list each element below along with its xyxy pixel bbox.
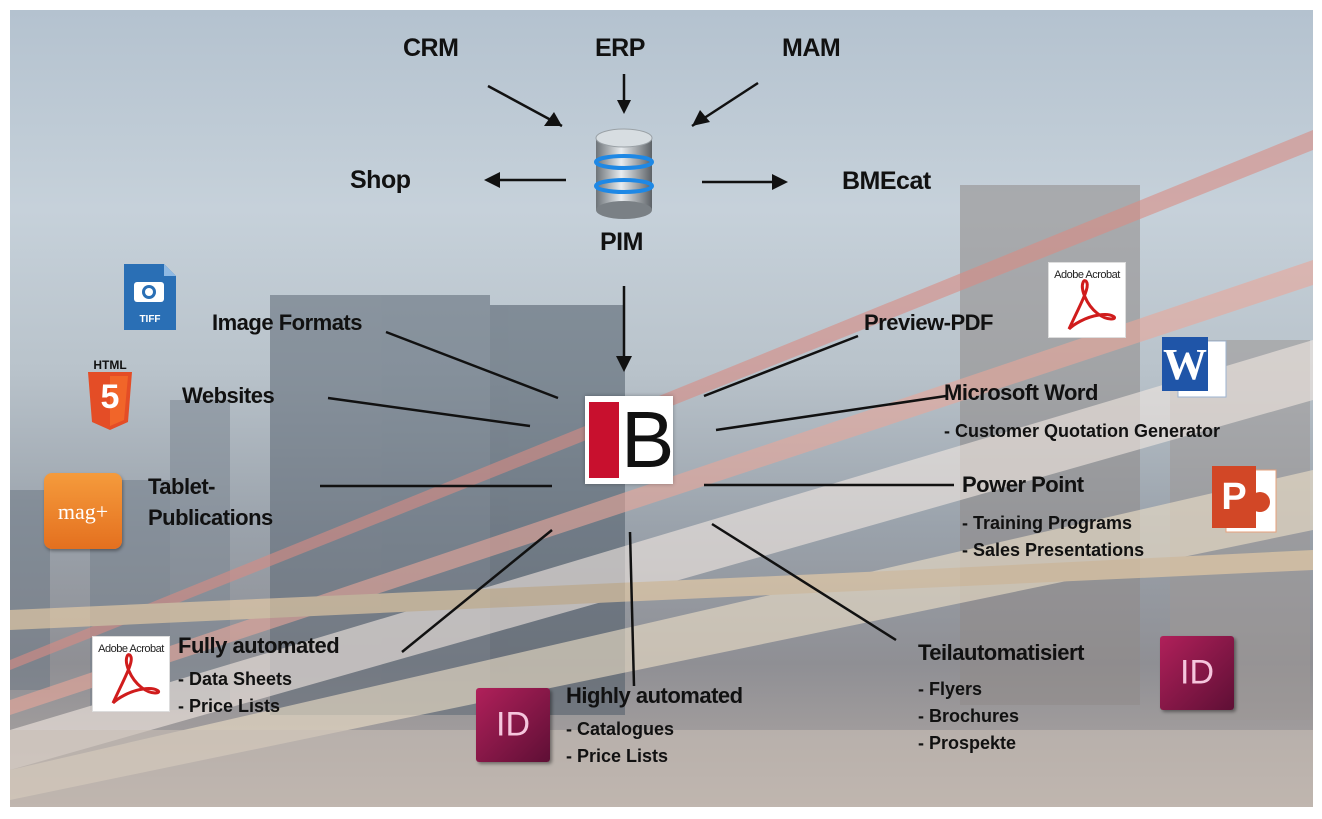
teilautomatisiert-title: Teilautomatisiert — [918, 640, 1084, 665]
adobe-acrobat-icon: Adobe Acrobat — [92, 636, 170, 712]
word-item: - Customer Quotation Generator — [944, 421, 1221, 441]
highly-automated-title: Highly automated — [566, 683, 743, 708]
highly-automated-items: - Catalogues - Price Lists — [566, 716, 674, 770]
mam-label: MAM — [782, 34, 841, 62]
ib-hub-logo: B — [585, 395, 675, 484]
websites-label: Websites — [182, 383, 275, 408]
indesign-letters: ID — [1180, 653, 1214, 692]
indesign-letters: ID — [496, 705, 530, 744]
powerpoint-item: - Training Programs — [962, 513, 1133, 533]
logo-red-bar — [589, 402, 619, 478]
indesign-icon: ID — [476, 688, 550, 762]
shop-label: Shop — [350, 166, 411, 194]
erp-label: ERP — [595, 34, 645, 62]
acrobat-text: Adobe Acrobat — [1054, 269, 1120, 281]
crm-label: CRM — [403, 34, 459, 62]
html5-text: HTML — [93, 358, 127, 372]
teil-item: - Prospekte — [918, 733, 1017, 753]
adobe-acrobat-icon: Adobe Acrobat — [1048, 262, 1126, 338]
bmecat-label: BMEcat — [842, 167, 931, 195]
fully-automated-title: Fully automated — [178, 633, 340, 658]
acrobat-text: Adobe Acrobat — [98, 643, 164, 655]
indesign-icon: ID — [1160, 636, 1234, 710]
database-icon — [594, 128, 654, 219]
word-items: - Customer Quotation Generator — [944, 418, 1220, 445]
highly-item: - Price Lists — [566, 746, 669, 766]
highly-item: - Catalogues — [566, 719, 675, 739]
tablet-line-1: Tablet- — [148, 474, 215, 499]
html5-icon: HTML 5 — [84, 358, 136, 430]
html5-number: 5 — [100, 378, 120, 416]
powerpoint-item: - Sales Presentations — [962, 540, 1145, 560]
powerpoint-icon: P — [1210, 462, 1280, 538]
microsoft-word-icon: W — [1160, 335, 1230, 401]
teilautomatisiert-items: - Flyers - Brochures - Prospekte — [918, 676, 1019, 757]
word-letter: W — [1163, 340, 1207, 389]
pim-label: PIM — [600, 228, 643, 256]
diagram-canvas: CRM ERP MAM Shop BMEcat PIM B Image Form… — [10, 10, 1313, 807]
teil-item: - Flyers — [918, 679, 983, 699]
powerpoint-letter: P — [1221, 476, 1247, 518]
tablet-line-2: Publications — [148, 505, 273, 530]
fully-item: - Data Sheets — [178, 669, 293, 689]
preview-pdf-label: Preview-PDF — [864, 310, 994, 335]
word-title: Microsoft Word — [944, 380, 1098, 405]
tiff-file-icon: TIFF — [122, 262, 178, 332]
tablet-publications-label: Tablet- Publications — [148, 471, 273, 533]
fully-automated-items: - Data Sheets - Price Lists — [178, 666, 292, 720]
image-formats-label: Image Formats — [212, 310, 363, 335]
logo-letter: B — [621, 395, 675, 484]
magplus-app-icon: mag+ — [44, 473, 122, 549]
fully-item: - Price Lists — [178, 696, 281, 716]
magplus-text: mag+ — [57, 499, 109, 524]
powerpoint-title: Power Point — [962, 472, 1084, 497]
teil-item: - Brochures — [918, 706, 1020, 726]
tiff-text: TIFF — [139, 314, 161, 325]
powerpoint-items: - Training Programs - Sales Presentation… — [962, 510, 1144, 564]
